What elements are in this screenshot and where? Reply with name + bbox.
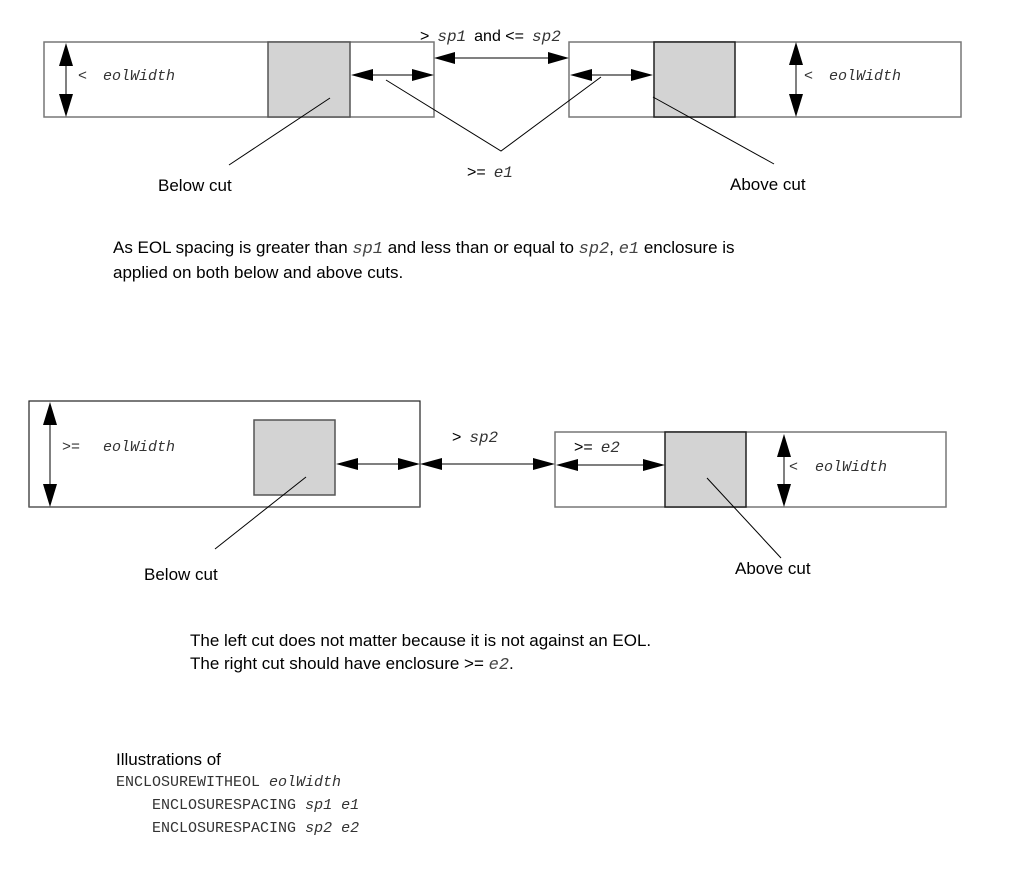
above-cut-enclosure-arrow [570,69,653,81]
below-cut-enclosure-arrow [336,458,420,470]
below-cut-leader-line [228,97,331,166]
left-wire-width-var: eolWidth [103,68,175,85]
rule-line-2: ENCLOSURESPACING sp1 e1 [152,797,360,814]
above-cut-leader-line [706,477,782,559]
below-cut [267,41,351,118]
right-wire-width-op: < [789,459,798,476]
right-eol-wire [554,431,947,508]
below-cut-label: Below cut [158,176,232,195]
left-width-dimension-arrow [59,43,73,117]
above-cut-leader-line [652,96,775,165]
left-width-dimension-arrow [43,402,57,507]
rule-line-3: ENCLOSURESPACING sp2 e2 [152,820,360,837]
above-cut [664,431,747,508]
footer-title: Illustrations of [116,750,221,769]
left-wire-width-op: < [78,68,87,85]
below-cut-leader-line [214,476,307,550]
diagram-2-caption: The left cut does not matter because it … [190,629,651,677]
caption-line-1: The left cut does not matter because it … [190,631,652,650]
right-width-dimension-arrow [789,42,803,117]
diagram-2: >= eolWidth < eolWidth > sp2 [28,400,947,584]
right-width-dimension-arrow [777,434,791,507]
caption-line-2: The right cut should have enclosure >= e… [190,654,514,675]
right-eol-wire [568,41,962,118]
below-cut [253,419,336,496]
rule-line-1: ENCLOSUREWITHEOL eolWidth [116,774,342,791]
above-cut-label: Above cut [730,175,806,194]
left-wide-wire [28,400,421,508]
above-cut [653,41,736,118]
right-wire-width-op: < [804,68,813,85]
right-wire-width-var: eolWidth [829,68,901,85]
caption-line-1: As EOL spacing is greater than sp1 and l… [113,238,735,259]
left-wire-width-var: eolWidth [103,439,175,456]
right-wire-width-var: eolWidth [815,459,887,476]
left-wire-width-op: >= [62,439,80,456]
spacing-label: > sp1 and <= sp2 [420,28,561,46]
diagram-1-caption: As EOL spacing is greater than sp1 and l… [113,236,735,284]
footer-rule-syntax: ENCLOSUREWITHEOL eolWidth ENCLOSURESPACI… [116,771,359,840]
caption-line-2: applied on both below and above cuts. [113,263,404,282]
above-cut-enclosure-arrow [556,459,665,471]
below-cut-enclosure-arrow [351,69,434,81]
above-cut-label: Above cut [735,559,811,578]
spacing-arrow [420,458,555,470]
spacing-label: > sp2 [452,429,499,447]
enclosure-label: >= e1 [467,164,513,182]
below-cut-label: Below cut [144,565,218,584]
enclosure-label: >= e2 [574,439,620,457]
spacing-arrow [434,52,569,64]
enclosure-leader-lines [385,76,602,152]
diagram-1: < eolWidth < eolWidth > sp1 and <= sp2 [43,28,962,195]
